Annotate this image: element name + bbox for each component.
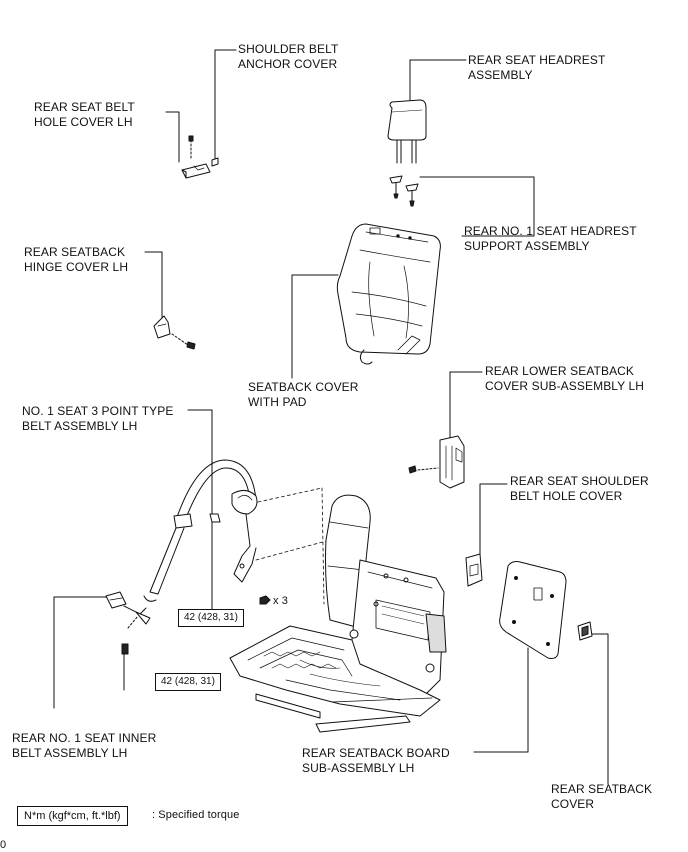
seat-frame-drawing: [229, 494, 447, 733]
rear-seatback-cover-drawing: [577, 621, 593, 641]
label-rear-no1-seat-headrest-support: REAR NO. 1 SEAT HEADREST SUPPORT ASSEMBL…: [464, 224, 637, 253]
rear-seatback-hinge-cover-drawing: [153, 315, 196, 350]
quantity-marker: x 3: [273, 595, 288, 607]
rear-no1-seat-headrest-support-drawing: [389, 175, 419, 207]
label-rear-seatback-board: REAR SEATBACK BOARD SUB-ASSEMBLY LH: [302, 746, 450, 775]
label-rear-seatback-hinge-cover-lh: REAR SEATBACK HINGE COVER LH: [24, 245, 129, 274]
rear-seatback-board-drawing: [499, 561, 567, 659]
torque-spec-upper: 42 (428, 31): [178, 609, 244, 627]
no1-seat-3-point-belt-drawing: [143, 459, 258, 602]
label-rear-lower-seatback-cover: REAR LOWER SEATBACK COVER SUB-ASSEMBLY L…: [485, 364, 645, 393]
nut-drawing: [259, 595, 271, 605]
rear-lower-seatback-cover-drawing: [408, 435, 465, 489]
alignment-dashed-lines: [255, 487, 331, 605]
seatback-cover-with-pad-drawing: [336, 223, 441, 365]
rear-seat-headrest-assembly-drawing: [387, 99, 427, 164]
torque-spec-lower: 42 (428, 31): [155, 673, 221, 691]
label-rear-seat-belt-hole-cover-lh: REAR SEAT BELT HOLE COVER LH: [34, 100, 135, 129]
label-seatback-cover-with-pad: SEATBACK COVER WITH PAD: [248, 380, 359, 409]
label-rear-no1-seat-inner-belt: REAR NO. 1 SEAT INNER BELT ASSEMBLY LH: [12, 731, 157, 760]
figure-code: 0: [0, 839, 7, 851]
label-no1-seat-3point-belt: NO. 1 SEAT 3 POINT TYPE BELT ASSEMBLY LH: [22, 404, 174, 433]
legend-torque-unit-box: N*m (kgf*cm, ft.*lbf): [17, 806, 128, 826]
label-shoulder-belt-anchor-cover: SHOULDER BELT ANCHOR COVER: [238, 42, 339, 71]
rear-seat-shoulder-belt-hole-cover-drawing: [465, 553, 483, 587]
label-rear-seatback-cover: REAR SEATBACK COVER: [551, 782, 653, 811]
legend-description: : Specified torque: [152, 809, 240, 821]
label-rear-seat-headrest-assembly: REAR SEAT HEADREST ASSEMBLY: [468, 53, 606, 82]
rear-seat-belt-hole-cover-drawing: [181, 135, 219, 179]
rear-no1-seat-inner-belt-drawing: [105, 591, 151, 655]
label-rear-seat-shoulder-belt-hole-cover: REAR SEAT SHOULDER BELT HOLE COVER: [510, 474, 649, 503]
